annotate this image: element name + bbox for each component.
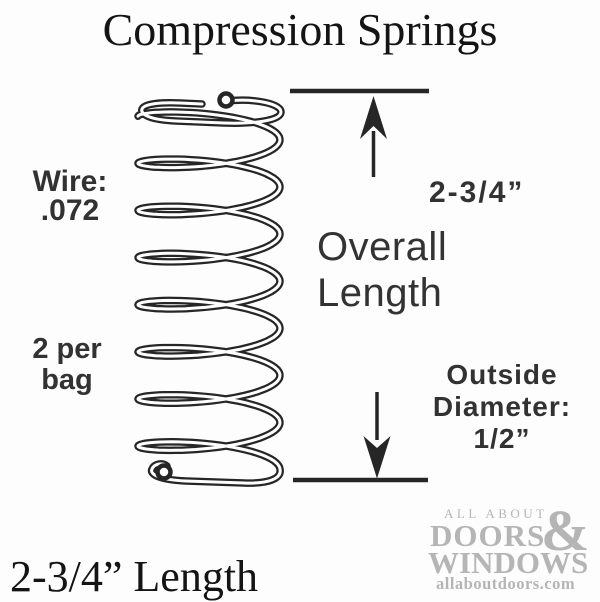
overall-length-label: Overall Length [317,224,447,316]
compression-spring-illustration [134,91,285,487]
quantity-per-bag-label: 2 per bag [12,334,122,396]
page-title: Compression Springs [102,4,498,55]
outside-diameter-line3: 1/2” [473,423,531,454]
logo-word-windows: WINDOWS [428,545,589,580]
outside-diameter-line2: Diameter: [432,391,572,422]
arrow-up-icon [360,96,387,177]
overall-length-value: 2-3/4” [429,176,525,209]
outside-diameter-line1: Outside [446,359,558,390]
spring-wire-outline [134,96,285,487]
company-logo: ALL ABOUT DOORS & WINDOWS allaboutdoors.… [428,498,600,596]
logo-website: allaboutdoors.com [436,574,576,593]
quantity-line2: bag [41,364,93,396]
overall-line2: Length [317,271,443,315]
outside-diameter-label: Outside Diameter: 1/2” [427,359,577,455]
spring-wire-end-bottom [155,463,173,481]
spring-wire-core [136,98,283,485]
logo-word-doors: DOORS [430,518,546,553]
logo-ampersand: & [541,498,590,563]
logo-tagline: ALL ABOUT [444,506,548,521]
wire-size-line1: Wire: [32,165,108,198]
arrow-down-icon [363,392,391,479]
quantity-line1: 2 per [32,333,102,365]
spring-wire-end-top [217,91,235,109]
wire-size-line2: .072 [40,194,100,227]
length-caption: 2-3/4” Length [10,552,259,601]
wire-size-label: Wire: .072 [15,165,125,227]
overall-line1: Overall [317,225,448,269]
